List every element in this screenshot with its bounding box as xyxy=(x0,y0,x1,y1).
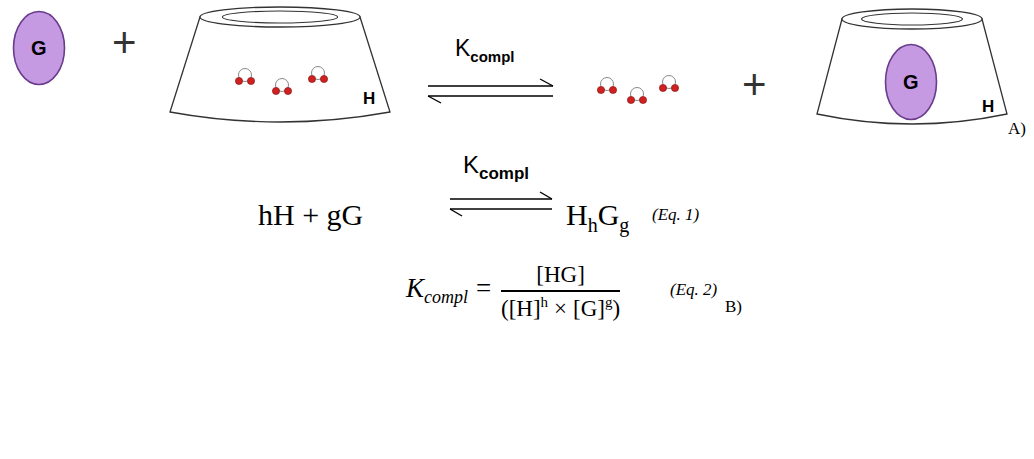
constant-symbol: K xyxy=(406,273,424,303)
water-molecule xyxy=(308,67,327,83)
constant-symbol: K xyxy=(463,151,479,178)
panel-label: B) xyxy=(725,297,742,316)
constant-subscript: compl xyxy=(470,48,514,65)
text-group: B) xyxy=(725,298,742,317)
text-group: + xyxy=(742,62,767,108)
numerator: [HG] xyxy=(536,262,585,288)
host-rim xyxy=(200,7,360,27)
text-group: Kcompl xyxy=(455,36,515,65)
equals-sign: = xyxy=(476,273,491,303)
host-cavity xyxy=(862,13,963,25)
denominator: ([H]h ×[G]g) xyxy=(501,294,620,322)
host-molecule: HG xyxy=(812,5,1012,130)
reactants: hH + gG xyxy=(258,198,363,231)
host-molecule: H xyxy=(165,3,395,128)
host-concentration: ([H] xyxy=(501,296,541,321)
constant-subscript: compl xyxy=(424,287,468,307)
equation-number: (Eq. 1) xyxy=(652,205,699,224)
equation-number: (Eq. 2) xyxy=(670,280,717,299)
water-molecule xyxy=(272,79,291,95)
text-group: Kcompl = xyxy=(406,274,491,308)
host-rim xyxy=(842,9,982,29)
equilibrium-arrows xyxy=(450,192,552,216)
equilibrium-arrows xyxy=(428,79,553,103)
molecule-letter: G xyxy=(31,37,47,60)
bracket: ) xyxy=(613,296,621,321)
host-cone xyxy=(170,17,390,122)
released-water xyxy=(597,76,678,104)
fraction-bar xyxy=(501,290,620,292)
host-cone xyxy=(817,19,1007,124)
molecule-letter: H xyxy=(363,89,375,109)
panel-label: A) xyxy=(1008,119,1026,138)
exponent: g xyxy=(605,294,613,310)
text-group: (Eq. 2) xyxy=(670,281,717,300)
text-group: Kcompl xyxy=(463,152,529,183)
text-group: + xyxy=(112,20,137,66)
formula-subscript: g xyxy=(619,214,629,236)
host-cavity xyxy=(222,11,337,23)
plus-sign: + xyxy=(742,61,767,108)
exponent: h xyxy=(541,294,549,310)
complex-formula: G xyxy=(598,198,620,231)
plus-sign: + xyxy=(112,19,137,66)
guest-concentration: [G] xyxy=(573,296,605,321)
guest-molecule: G xyxy=(12,10,66,86)
text-group: A) xyxy=(1008,120,1026,139)
water-molecule xyxy=(235,69,254,85)
guest-molecule: G xyxy=(884,43,938,121)
constant-subscript: compl xyxy=(479,164,529,183)
guest-ellipse xyxy=(14,12,65,85)
molecule-letter: G xyxy=(903,71,919,94)
molecule-letter: H xyxy=(982,97,994,117)
constant-symbol: K xyxy=(455,35,470,61)
text-group: hH + gG xyxy=(258,198,363,231)
formula-subscript: h xyxy=(588,214,598,236)
fraction: [HG] ([H]h ×[G]g) xyxy=(501,262,620,322)
complex-concentration: [HG] xyxy=(536,262,585,287)
guest-ellipse xyxy=(886,45,937,120)
times-sign: × xyxy=(554,296,567,321)
text-group: (Eq. 1) xyxy=(652,206,699,225)
host-molecule-outline xyxy=(165,3,399,132)
text-group: HhGg xyxy=(566,198,629,236)
complex-formula: H xyxy=(566,198,588,231)
